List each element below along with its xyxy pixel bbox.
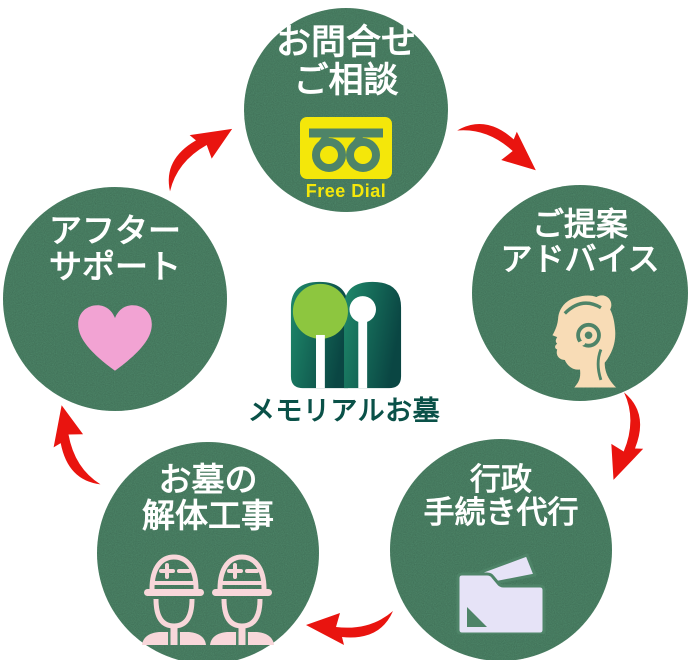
step-procedure-line2: 手続き代行 [423,495,579,531]
step-demolition: お墓の 解体工事 [97,442,319,660]
step-contact: お問合せ ご相談 Free Dial [244,8,448,212]
step-proposal-line2: アドバイス [500,240,660,277]
documents-folder-icon [456,553,546,634]
leaf-circle [292,283,348,339]
step-aftersupport: アフター サポート [3,187,227,411]
circle-bg-contact [244,8,448,212]
construction-workers-icon [142,554,274,646]
step-proposal: ご提案 アドバイス [472,185,688,401]
circle-bg-demolition [97,442,319,660]
step-procedure-line1: 行政 [470,462,532,497]
free-dial-caption: Free Dial [305,180,387,201]
step-contact-line2: ご相談 [293,60,399,100]
step-contact-line1: お問合せ [275,23,416,62]
circle-bg-proposal [472,185,688,401]
step-demolition-line2: 解体工事 [142,496,274,534]
step-aftersupport-line1: アフター [49,212,181,249]
circle-bg-procedure [390,439,612,660]
step-proposal-line1: ご提案 [531,206,628,242]
memorial-m-logo-mark [290,281,402,389]
worker-figure [210,554,274,646]
brand-name: メモリアルお墓 [247,396,441,426]
free-dial-icon [300,116,392,179]
step-procedure: 行政 手続き代行 [390,439,612,660]
heart-icon [78,305,152,372]
step-aftersupport-line2: サポート [49,247,181,285]
circle-bg-aftersupport [3,187,227,411]
worker-figure [142,554,206,646]
step-demolition-line1: お墓の [158,461,258,498]
operator-headset-icon [552,295,617,388]
